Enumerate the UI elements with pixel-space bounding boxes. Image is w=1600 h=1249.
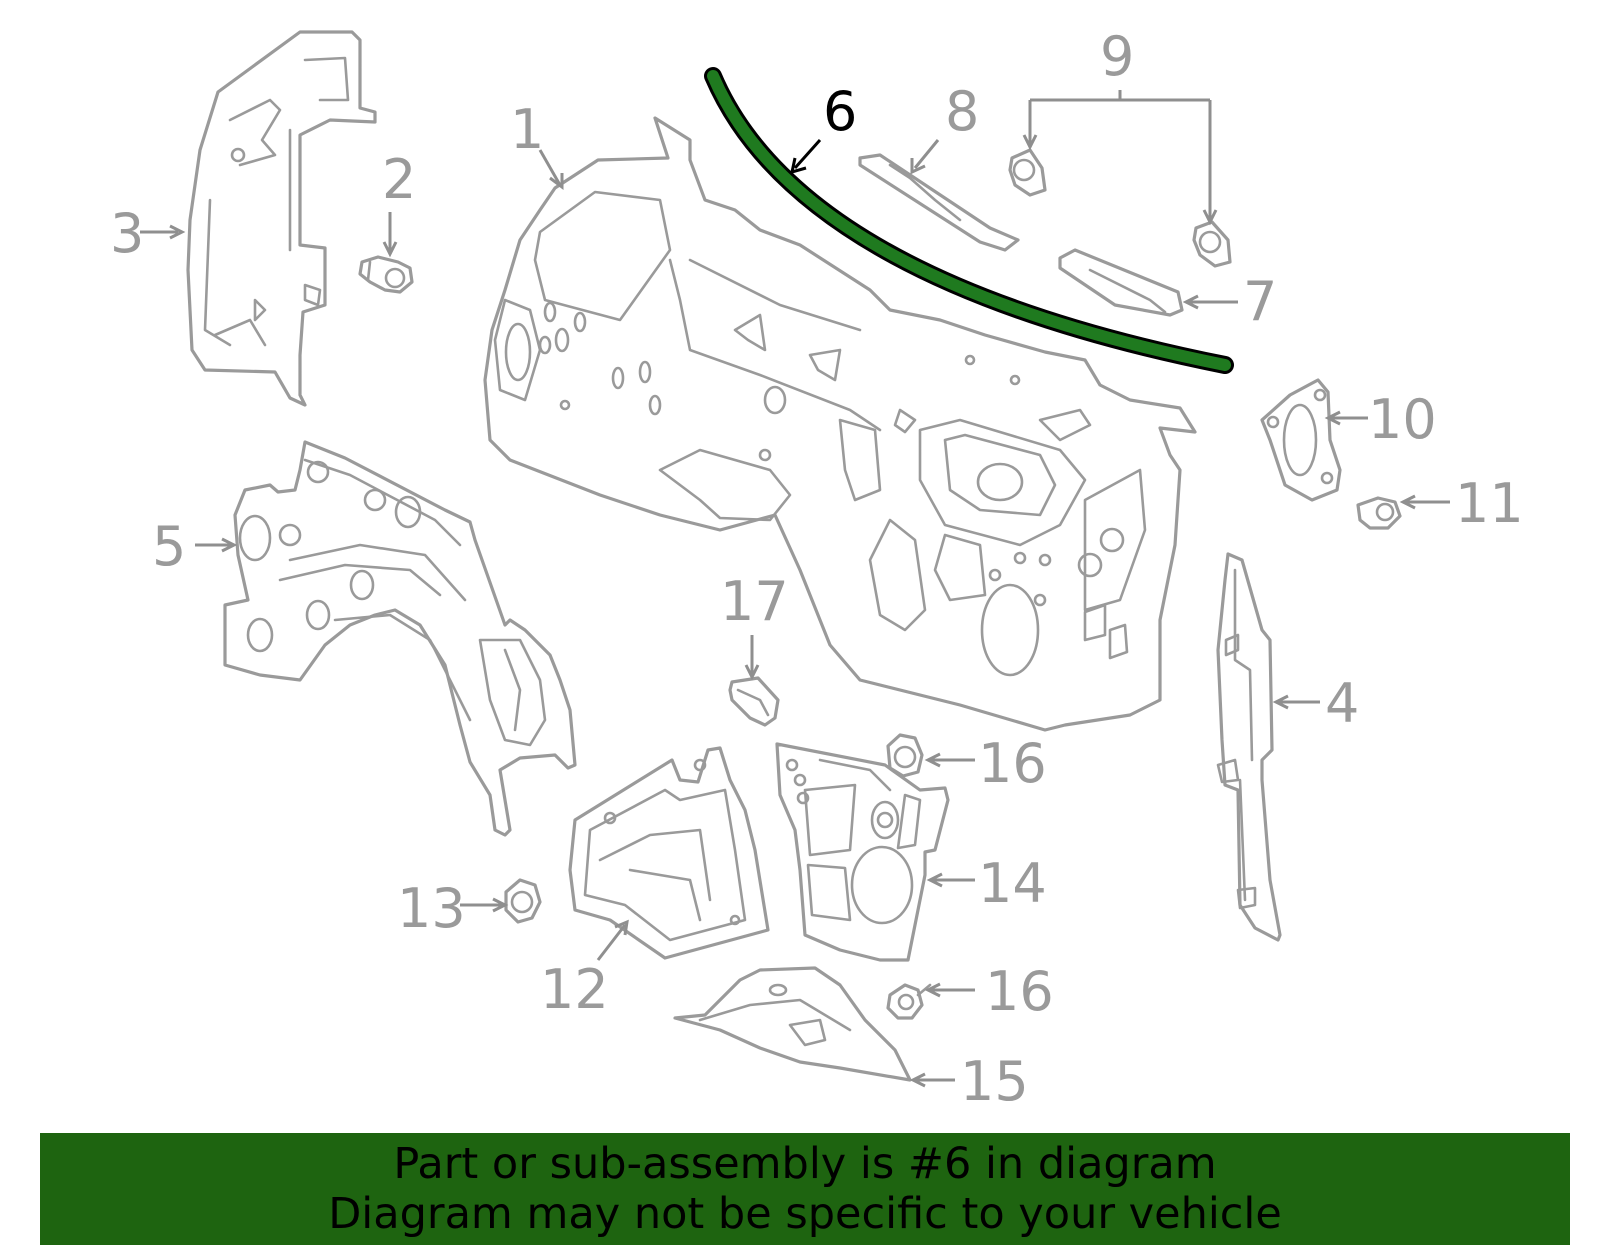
part-1-dash-panel <box>483 116 1197 732</box>
part-6-highlighted-seal <box>704 67 1234 374</box>
part-13-nut <box>504 878 542 924</box>
banner-line-2: Diagram may not be specific to your vehi… <box>328 1189 1282 1239</box>
part-4-pillar <box>1216 552 1282 942</box>
leader-8 <box>913 139 940 169</box>
part-16-nut-upper <box>886 733 924 778</box>
callout-9: 9 <box>1100 25 1134 88</box>
callout-5: 5 <box>152 515 186 578</box>
info-banner: Part or sub-assembly is #6 in diagram Di… <box>40 1133 1570 1245</box>
part-15-plate <box>673 966 912 1082</box>
part-14-panel <box>775 742 950 962</box>
part-3-bracket <box>186 30 377 407</box>
part-9-nuts <box>1008 148 1232 268</box>
callout-7: 7 <box>1243 270 1277 333</box>
callout-16-upper: 16 <box>978 732 1047 795</box>
part-2-bolt <box>358 255 414 294</box>
callout-11: 11 <box>1455 472 1524 535</box>
callout-13: 13 <box>397 877 466 940</box>
part-12-panel <box>568 746 770 960</box>
part-7-cowl-strip <box>1058 248 1184 317</box>
callout-16-lower: 16 <box>985 960 1054 1023</box>
callout-10: 10 <box>1368 388 1437 451</box>
callout-labels: 1 2 3 4 5 6 7 8 9 10 11 12 13 14 15 16 1… <box>110 25 1524 1113</box>
callout-15: 15 <box>960 1050 1029 1113</box>
leader-1 <box>538 149 562 186</box>
leader-6 <box>793 139 822 169</box>
banner-line-1: Part or sub-assembly is #6 in diagram <box>393 1139 1217 1189</box>
part-5-side-panel <box>223 440 577 837</box>
callout-17: 17 <box>720 570 789 633</box>
callout-1: 1 <box>510 98 544 161</box>
leader-lines <box>140 90 1450 1088</box>
callout-2: 2 <box>382 148 416 211</box>
callout-6: 6 <box>823 80 857 143</box>
callout-4: 4 <box>1325 672 1359 735</box>
leader-12 <box>596 924 627 961</box>
part-11-bolt <box>1356 496 1402 530</box>
part-8-cowl-strip <box>858 153 1020 252</box>
part-17-clip <box>728 676 780 727</box>
callout-12: 12 <box>540 958 609 1021</box>
callout-8: 8 <box>945 80 979 143</box>
callout-3: 3 <box>110 202 144 265</box>
part-16-screw-lower <box>886 983 932 1020</box>
part-10-plate <box>1260 378 1342 502</box>
callout-14: 14 <box>978 852 1047 915</box>
